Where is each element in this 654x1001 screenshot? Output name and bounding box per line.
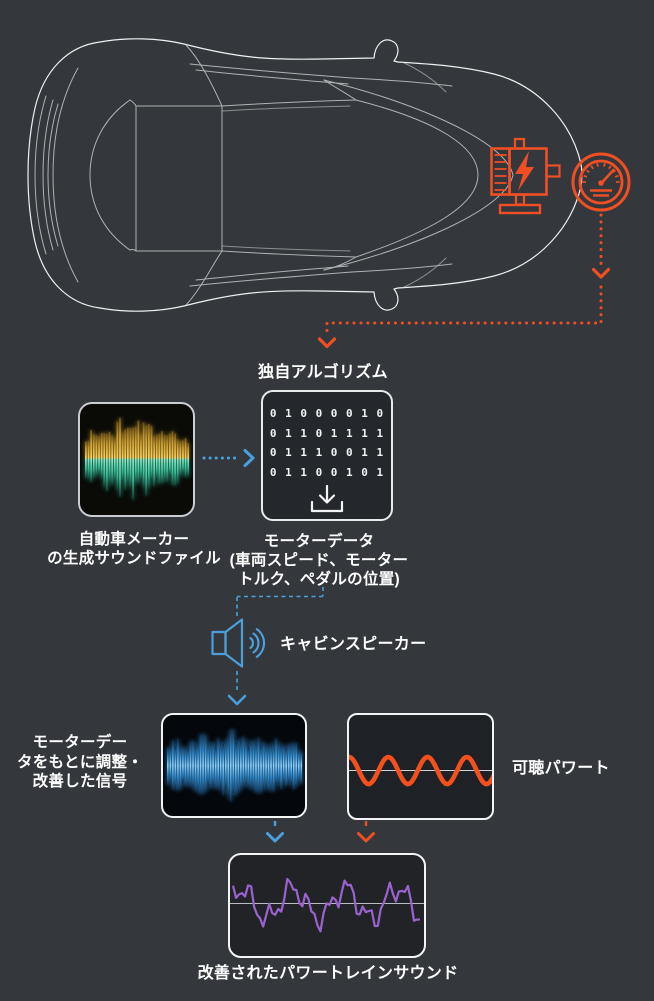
binary-data-box: 0 1 0 0 0 0 1 0 0 1 1 0 1 1 1 1 0 1 1 1 … xyxy=(261,390,393,521)
algorithm-label: 独自アルゴリズム xyxy=(258,364,388,381)
binary-row: 0 1 1 0 0 1 0 1 xyxy=(269,465,385,479)
adjusted-signal-label: モーターデー タをもとに調整・ 改善した信号 xyxy=(0,733,160,792)
audible-power-label: 可聴パワート xyxy=(512,760,610,777)
adjusted-signal-label-line: 改善した信号 xyxy=(32,773,128,790)
sound-file-label: 自動車メーカー の生成サウンドファイル xyxy=(14,530,254,568)
improved-sound-waveform-image xyxy=(230,877,424,933)
adjusted-signal-waveform xyxy=(161,713,307,818)
binary-row: 0 1 1 1 0 0 1 1 xyxy=(269,446,385,459)
cabin-speaker-label: キャビンスピーカー xyxy=(280,636,427,653)
motor-data-to-speaker-connector xyxy=(227,587,324,706)
car-top-view-outline xyxy=(27,38,583,312)
binary-rows: 0 1 0 0 0 0 1 0 0 1 1 0 1 1 1 1 0 1 1 1 … xyxy=(263,404,391,482)
adjusted-signal-label-line: モーターデー xyxy=(32,734,128,751)
binary-row: 0 1 1 0 1 1 1 1 xyxy=(269,426,385,440)
binary-row: 0 1 0 0 0 0 1 0 xyxy=(269,407,385,420)
audible-power-arrow xyxy=(357,821,375,843)
improved-sound-label: 改善されたパワートレインサウンド xyxy=(197,965,459,982)
audible-power-waveform xyxy=(347,713,494,820)
electric-motor-icon xyxy=(490,137,561,215)
motor-data-label-line: トルク、ペダルの位置) xyxy=(237,571,401,588)
sound-file-label-line: の生成サウンドファイル xyxy=(47,550,221,567)
adjusted-signal-waveform-image xyxy=(167,729,303,802)
improved-sound-waveform xyxy=(228,853,426,958)
download-icon xyxy=(309,484,345,514)
sound-file-waveform xyxy=(78,402,195,517)
motor-data-label-line: (車両スピード、モーター xyxy=(229,552,409,569)
car-top-view-details xyxy=(34,44,514,306)
audible-power-sine-image xyxy=(349,754,492,787)
motor-data-label-line: モーターデータ xyxy=(263,533,375,550)
speaker-icon xyxy=(211,618,266,668)
adjusted-signal-arrow xyxy=(266,821,284,843)
sound-file-label-line: 自動車メーカー xyxy=(78,531,190,548)
adjusted-signal-label-line: タをもとに調整・ xyxy=(16,753,144,771)
sound-file-waveform-image xyxy=(85,417,190,500)
motor-data-label: モーターデータ (車両スピード、モーター トルク、ペダルの位置) xyxy=(199,532,439,589)
gauge-to-algorithm-connector xyxy=(317,213,611,349)
sound-file-to-motor-data-arrow xyxy=(202,449,255,467)
speedometer-gauge-icon xyxy=(571,152,631,212)
